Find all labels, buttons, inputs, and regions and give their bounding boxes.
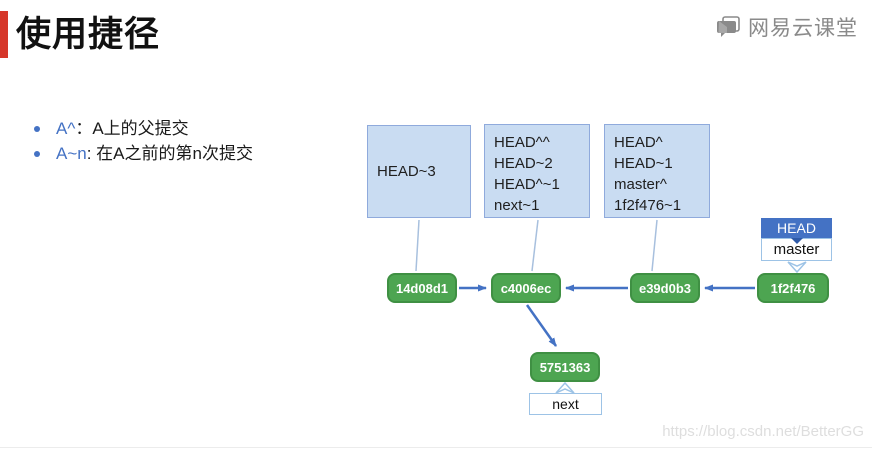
next-branch-label: next — [529, 393, 602, 415]
bullet-text: : 在A之前的第n次提交 — [86, 144, 253, 163]
bullet-dot-icon — [34, 150, 40, 157]
ref-line: master^ — [614, 176, 667, 193]
bullet-dot-icon — [34, 125, 40, 132]
ref-box-head3: HEAD~3 — [367, 125, 471, 218]
title-accent-bar — [0, 11, 8, 58]
ref-line: next~1 — [494, 197, 540, 214]
ref-line: HEAD~1 — [614, 155, 673, 172]
bullet-term: A^ — [56, 119, 76, 138]
page-title: 使用捷径 — [16, 15, 161, 54]
commit-node-c4006ec: c4006ec — [491, 273, 561, 303]
arrow-c4006ec-to-5751363 — [525, 304, 558, 347]
head-label: HEAD — [761, 218, 832, 238]
slide-bottom-edge — [0, 447, 872, 448]
bullet-list: A^ ：A上的父提交 A~n : 在A之前的第n次提交 — [34, 116, 253, 166]
ref-line: HEAD~3 — [377, 163, 436, 180]
ref-box-e39d0b3-refs: HEAD^ HEAD~1 master^ 1f2f476~1 — [604, 124, 710, 218]
next-pointer-arrow-icon — [555, 381, 575, 394]
ref-line: 1f2f476~1 — [614, 197, 682, 214]
ref-box-c4006ec-refs: HEAD^^ HEAD~2 HEAD^~1 next~1 — [484, 124, 590, 218]
ref-line: HEAD~2 — [494, 155, 553, 172]
commit-node-14d08d1: 14d08d1 — [387, 273, 457, 303]
ref-line: HEAD^~1 — [494, 176, 560, 193]
connector-refbox2-commit — [531, 219, 539, 272]
commit-node-5751363: 5751363 — [530, 352, 600, 382]
commit-node-e39d0b3: e39d0b3 — [630, 273, 700, 303]
ref-line: HEAD^ — [614, 134, 663, 151]
netease-logo-text: 网易云课堂 — [748, 17, 858, 40]
netease-logo-icon — [717, 16, 740, 37]
connector-refbox3-commit — [651, 219, 658, 272]
master-pointer-arrow-icon — [787, 261, 807, 274]
bullet-text: ：A上的父提交 — [75, 119, 189, 138]
watermark-url: https://blog.csdn.net/BetterGG — [662, 423, 864, 440]
commit-node-1f2f476: 1f2f476 — [757, 273, 829, 303]
netease-logo: 网易云课堂 — [716, 12, 858, 42]
ref-line: HEAD^^ — [494, 134, 550, 151]
bullet-item-nth-commit: A~n : 在A之前的第n次提交 — [34, 141, 253, 166]
connector-refbox1-commit — [415, 219, 420, 272]
bullet-term: A~n — [56, 144, 87, 163]
bullet-item-parent-commit: A^ ：A上的父提交 — [34, 116, 253, 141]
